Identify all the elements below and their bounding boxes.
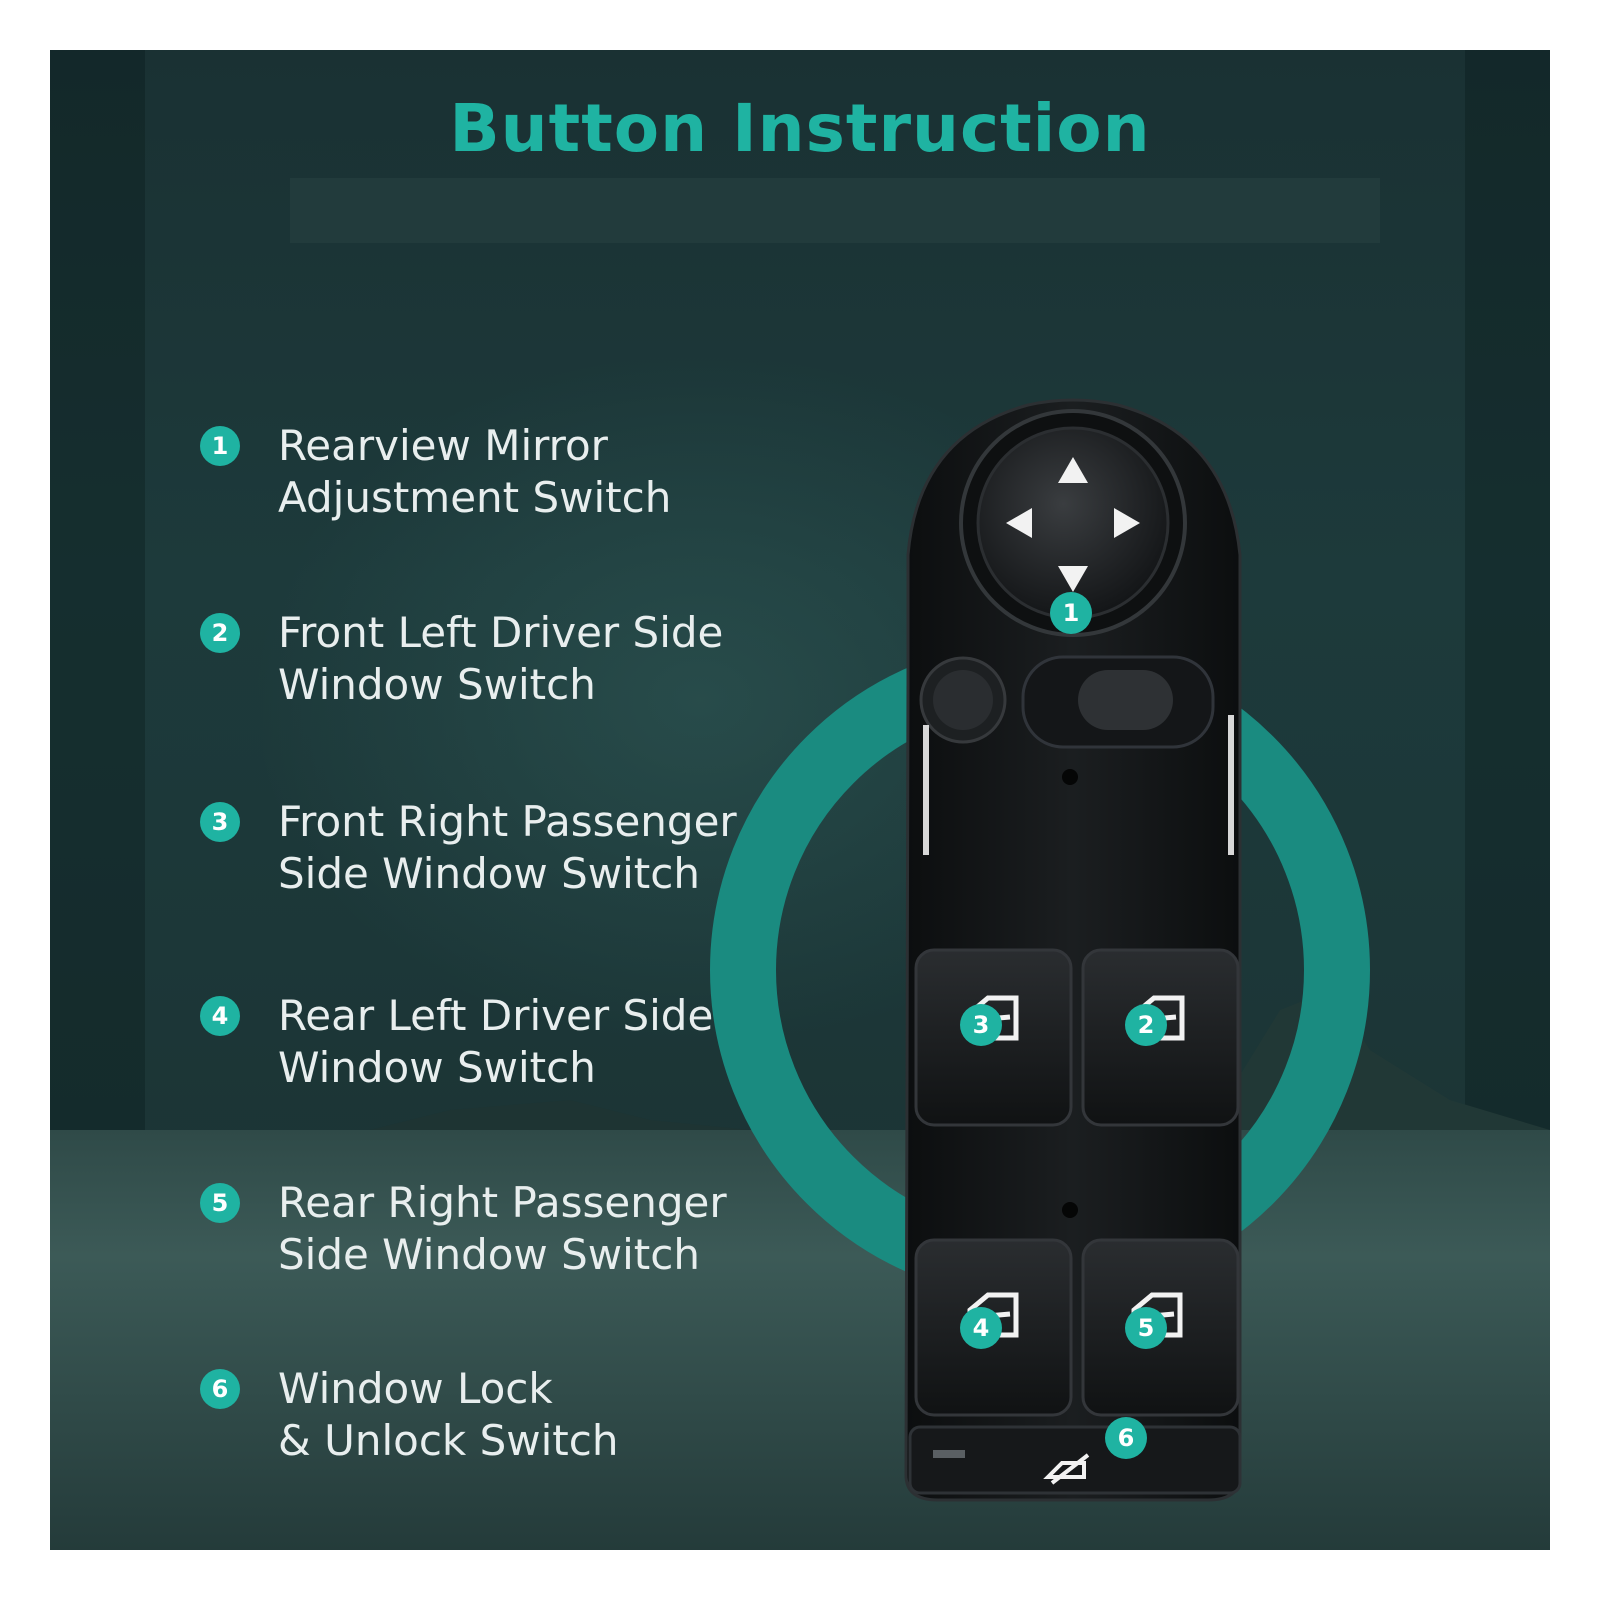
legend-number-badge: 1 <box>200 426 240 466</box>
legend-number-badge: 5 <box>200 1183 240 1223</box>
device-badge-5: 5 <box>1125 1307 1167 1349</box>
legend-text: Rear Left Driver Side Window Switch <box>278 990 798 1094</box>
mirror-arrow-left-icon <box>1006 508 1032 538</box>
legend-line-2: Side Window Switch <box>278 1230 700 1279</box>
legend-line-1: Window Lock <box>278 1364 553 1413</box>
window-switch-panel <box>904 398 1242 1502</box>
page-title: Button Instruction <box>449 90 1151 167</box>
legend-line-2: & Unlock Switch <box>278 1416 619 1465</box>
mirror-arrow-down-icon <box>1058 566 1088 592</box>
device-badge-3: 3 <box>960 1004 1002 1046</box>
legend-line-1: Rear Right Passenger <box>278 1178 727 1227</box>
window-lock-icon <box>1043 1453 1090 1485</box>
device-badge-6: 6 <box>1105 1417 1147 1459</box>
legend-text: Front Left Driver Side Window Switch <box>278 607 798 711</box>
device-badge-2: 2 <box>1125 1004 1167 1046</box>
instruction-panel: Button Instruction 1 Rearview Mirror Adj… <box>50 50 1550 1550</box>
legend-line-2: Window Switch <box>278 1043 596 1092</box>
mirror-arrow-right-icon <box>1114 508 1140 538</box>
legend-line-2: Side Window Switch <box>278 849 700 898</box>
legend-number-badge: 6 <box>200 1369 240 1409</box>
legend-number-badge: 2 <box>200 613 240 653</box>
legend-text: Rearview Mirror Adjustment Switch <box>278 420 798 524</box>
legend-number-badge: 4 <box>200 996 240 1036</box>
legend-line-1: Rearview Mirror <box>278 421 608 470</box>
title-underbar <box>290 178 1380 243</box>
legend-line-1: Front Left Driver Side <box>278 608 724 657</box>
legend-number-badge: 3 <box>200 802 240 842</box>
legend-line-2: Window Switch <box>278 660 596 709</box>
legend-line-2: Adjustment Switch <box>278 473 672 522</box>
legend-line-1: Front Right Passenger <box>278 797 737 846</box>
device-badge-1: 1 <box>1050 592 1092 634</box>
legend-text: Front Right Passenger Side Window Switch <box>278 796 798 900</box>
legend-text: Rear Right Passenger Side Window Switch <box>278 1177 798 1281</box>
mirror-select-switch <box>1078 670 1173 730</box>
legend-line-1: Rear Left Driver Side <box>278 991 714 1040</box>
window-lock-switch <box>908 1425 1242 1495</box>
legend-text: Window Lock & Unlock Switch <box>278 1363 798 1467</box>
device-badge-4: 4 <box>960 1307 1002 1349</box>
background-sea <box>50 1130 1550 1550</box>
mirror-arrow-up-icon <box>1058 457 1088 483</box>
